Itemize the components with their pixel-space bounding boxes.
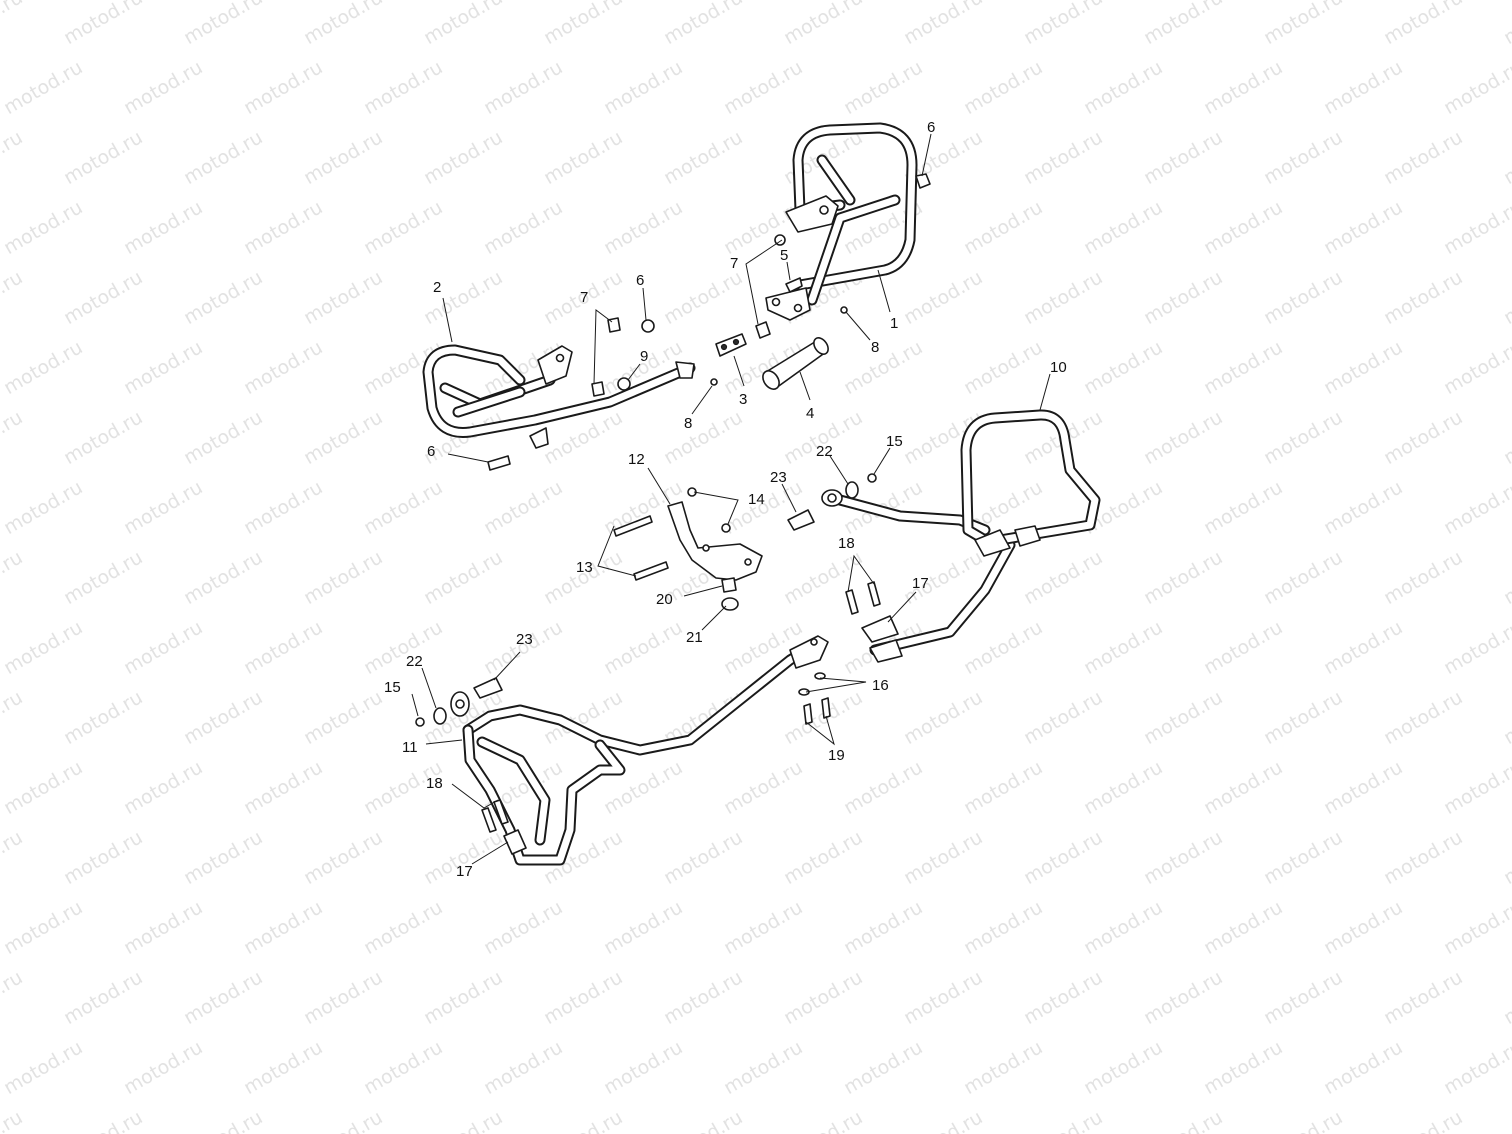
callout-18-left: 18 [426, 775, 443, 792]
callout-22-left: 22 [406, 653, 423, 670]
mounting-bracket [667, 501, 763, 581]
callout-6-mid: 6 [636, 272, 644, 289]
callout-8-right: 8 [871, 339, 879, 356]
callout-13: 13 [576, 559, 593, 576]
callout-3: 3 [739, 391, 747, 408]
callout-10: 10 [1050, 359, 1067, 376]
callout-12: 12 [628, 451, 645, 468]
callout-14: 14 [748, 491, 765, 508]
callout-8-left: 8 [684, 415, 692, 432]
callout-17-left: 17 [456, 863, 473, 880]
callout-15-left: 15 [384, 679, 401, 696]
callout-9: 9 [640, 348, 648, 365]
callout-7-right: 7 [730, 255, 738, 272]
guard-upper-right [765, 122, 918, 321]
guard-lower-right [821, 409, 1101, 663]
callout-5: 5 [780, 247, 788, 264]
callout-2: 2 [433, 279, 441, 296]
callout-18-right: 18 [838, 535, 855, 552]
callout-7-left: 7 [580, 289, 588, 306]
guard-lower-left [450, 635, 829, 866]
callout-23-right: 23 [770, 469, 787, 486]
callout-23-left: 23 [516, 631, 533, 648]
callout-6-top: 6 [927, 119, 935, 136]
clamp-plate [715, 333, 747, 357]
guard-upper-left [422, 344, 696, 449]
callout-19: 19 [828, 747, 845, 764]
leader-lines [411, 133, 1051, 865]
callout-17-right: 17 [912, 575, 929, 592]
callout-16: 16 [872, 677, 889, 694]
callout-1: 1 [890, 315, 898, 332]
slider-cylinder [762, 337, 829, 390]
callout-21: 21 [686, 629, 703, 646]
callout-6-left: 6 [427, 443, 435, 460]
callout-4: 4 [806, 405, 814, 422]
callout-labels: 1 2 3 4 5 6 6 6 7 7 8 8 9 10 11 12 13 14… [384, 119, 1067, 880]
callout-11: 11 [402, 739, 418, 756]
callout-15-right: 15 [886, 433, 903, 450]
callout-22-right: 22 [816, 443, 833, 460]
callout-20: 20 [656, 591, 673, 608]
